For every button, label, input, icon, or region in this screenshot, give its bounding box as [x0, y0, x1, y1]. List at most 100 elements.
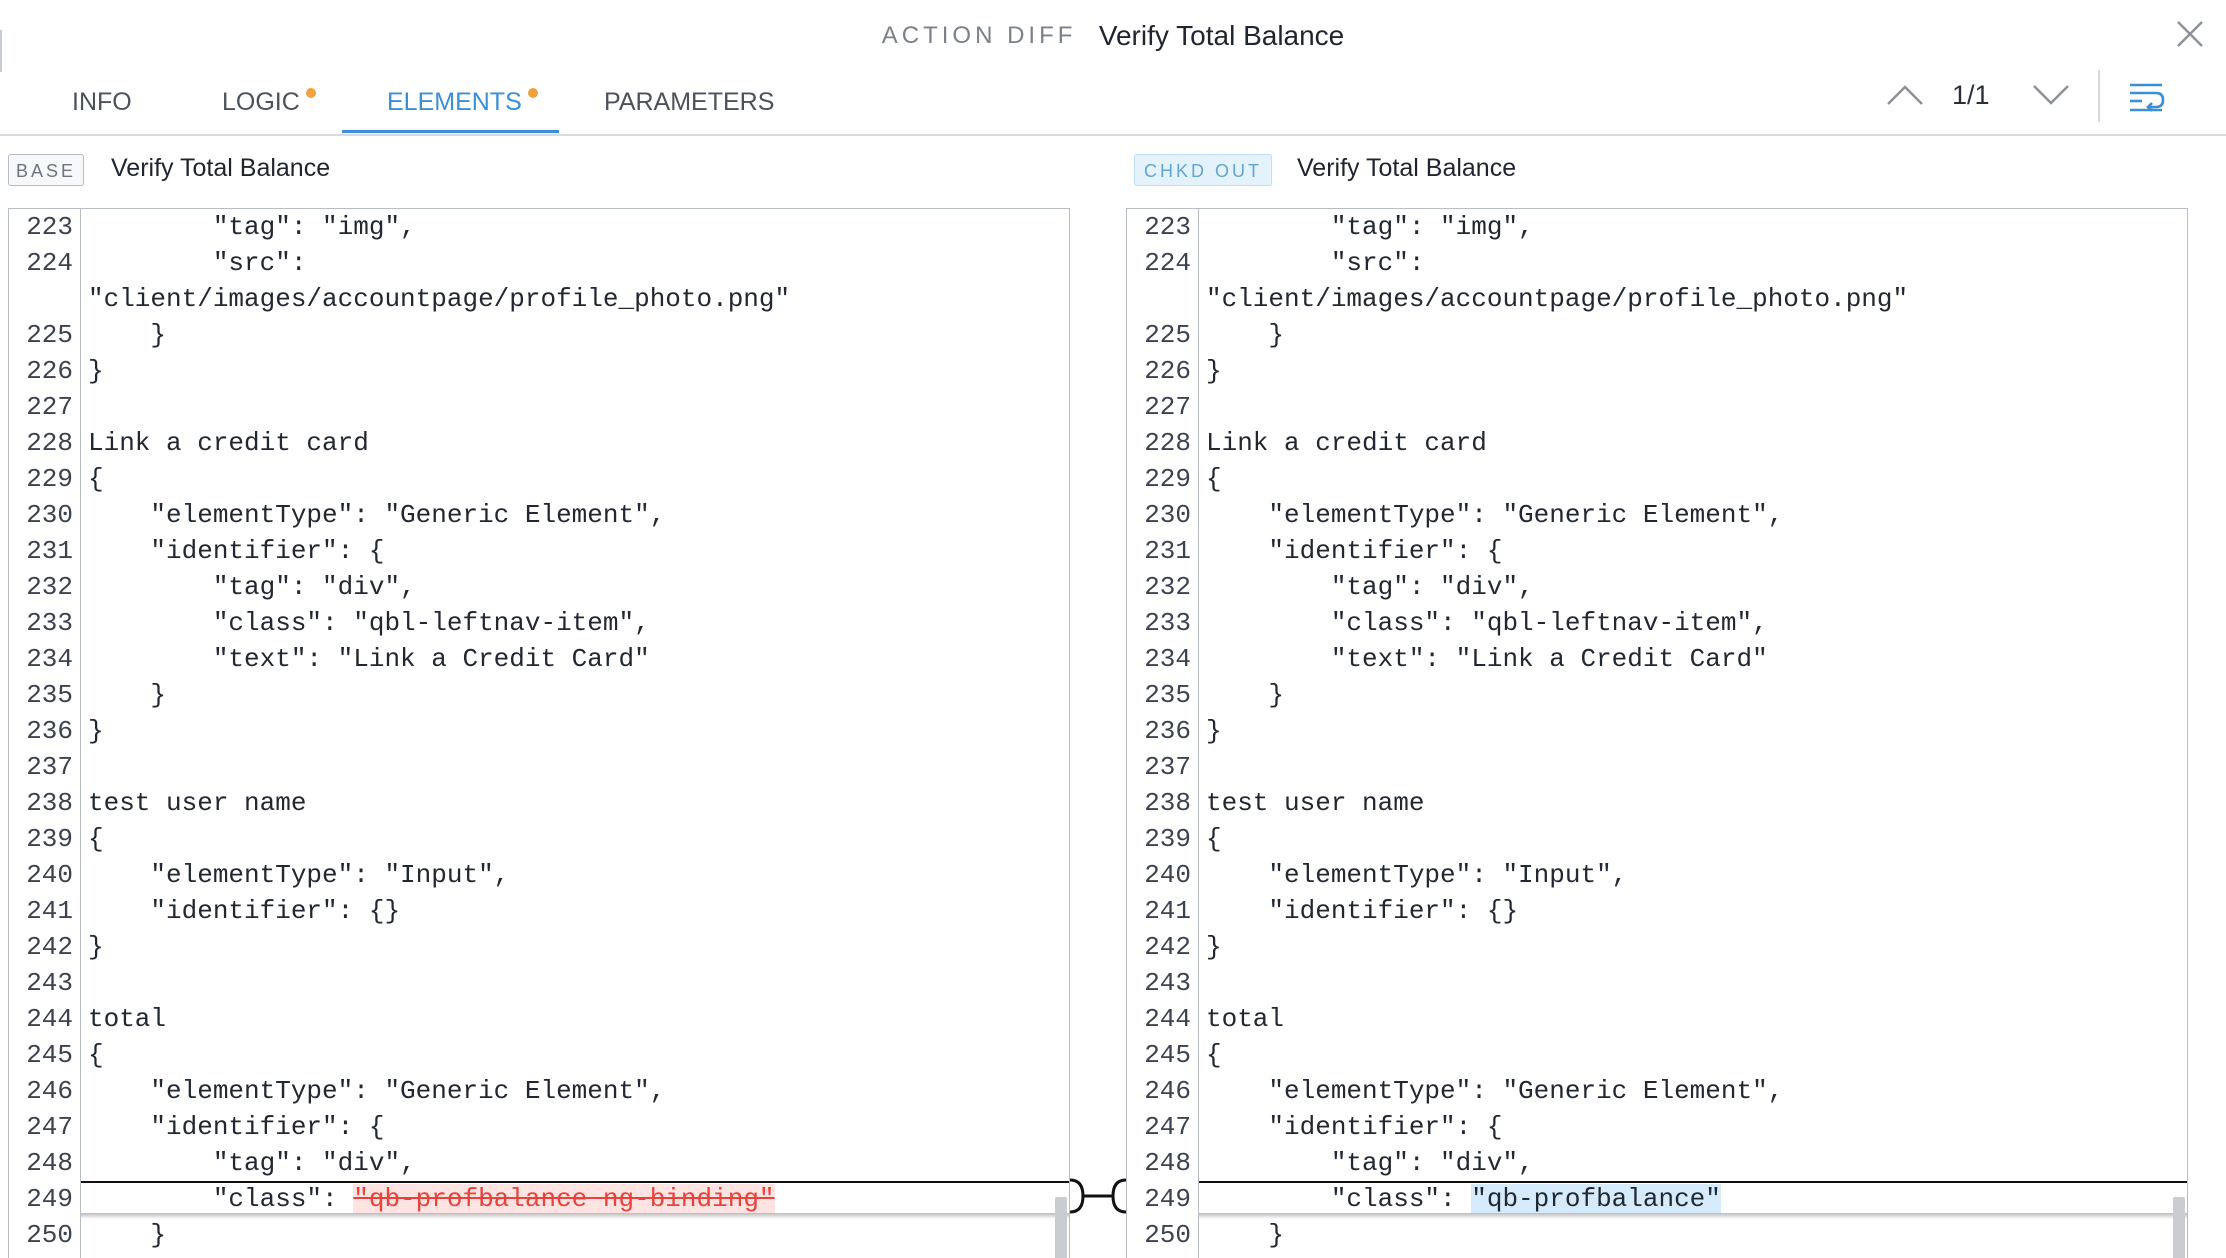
line-text: "identifier": {}	[88, 896, 401, 926]
line-text: }	[1206, 320, 1285, 350]
line-code: }	[88, 713, 104, 749]
line-code: "elementType": "Generic Element",	[88, 497, 665, 533]
line-code: "text": "Link a Credit Card"	[1206, 641, 1768, 677]
code-line: 248 "tag": "div",	[1127, 1145, 2187, 1181]
changed-code-line: 249 "class": "qb-profbalance"	[1127, 1181, 2187, 1219]
header-label: ACTION DIFF	[881, 22, 1077, 49]
line-number: 227	[1144, 392, 1191, 422]
tab-info-label: INFO	[72, 88, 132, 116]
line-text: "elementType": "Generic Element",	[1206, 1076, 1784, 1106]
code-line: 250 }	[1127, 1217, 2187, 1253]
code-line: 240 "elementType": "Input",	[9, 857, 1069, 893]
code-line: 231 "identifier": {	[9, 533, 1069, 569]
line-code: test user name	[1206, 785, 1424, 821]
line-code: "class": "qbl-leftnav-item",	[1206, 605, 1768, 641]
code-line: 232 "tag": "div",	[1127, 569, 2187, 605]
line-number: 232	[1144, 572, 1191, 602]
line-number-gutter	[1127, 209, 1199, 1258]
line-number: 225	[1144, 320, 1191, 350]
code-line: 232 "tag": "div",	[9, 569, 1069, 605]
line-number: 237	[1144, 752, 1191, 782]
line-code: "class": "qbl-leftnav-item",	[88, 605, 650, 641]
code-line: 224 "src":	[9, 245, 1069, 281]
line-code: }	[1206, 317, 1284, 353]
line-text: }	[1206, 356, 1222, 386]
code-line: 234 "text": "Link a Credit Card"	[9, 641, 1069, 677]
line-text: test user name	[88, 788, 307, 818]
close-icon[interactable]	[2170, 14, 2210, 54]
line-number: 228	[26, 428, 73, 458]
code-line: 241 "identifier": {}	[1127, 893, 2187, 929]
line-text: test user name	[1206, 788, 1425, 818]
scrollbar-thumb[interactable]	[2173, 1197, 2185, 1258]
window-edge-marker	[0, 30, 2, 72]
line-number: 238	[26, 788, 73, 818]
line-number: 226	[26, 356, 73, 386]
line-code: "identifier": {	[88, 533, 384, 569]
scrollbar-thumb[interactable]	[1055, 1197, 1067, 1258]
chevron-up-icon[interactable]	[1884, 78, 1926, 110]
line-number: 230	[26, 500, 73, 530]
line-text: "class":	[1206, 1184, 1472, 1214]
line-text: total	[88, 1004, 167, 1034]
checked-out-code-pane[interactable]: 223 "tag": "img",224 "src":"client/image…	[1126, 208, 2188, 1258]
line-code: "elementType": "Generic Element",	[1206, 497, 1783, 533]
line-number: 231	[1144, 536, 1191, 566]
line-text: "identifier": {	[1206, 536, 1503, 566]
line-code: }	[88, 677, 166, 713]
line-text: "elementType": "Input",	[88, 860, 510, 890]
line-text: "elementType": "Input",	[1206, 860, 1628, 890]
code-line: 235 }	[1127, 677, 2187, 713]
line-code: "client/images/accountpage/profile_photo…	[88, 281, 790, 317]
line-number: 237	[26, 752, 73, 782]
code-line: 236}	[9, 713, 1069, 749]
text-wrap-icon[interactable]	[2126, 80, 2166, 118]
chevron-down-icon[interactable]	[2030, 78, 2072, 110]
code-line: 239{	[9, 821, 1069, 857]
line-number: 227	[26, 392, 73, 422]
line-code: {	[1206, 1037, 1222, 1073]
line-code: "client/images/accountpage/profile_photo…	[1206, 281, 1908, 317]
line-text: total	[1206, 1004, 1285, 1034]
tab-logic[interactable]: LOGIC	[222, 72, 316, 134]
line-text: {	[88, 464, 104, 494]
line-number: 224	[26, 248, 73, 278]
line-number: 242	[1144, 932, 1191, 962]
line-number: 233	[1144, 608, 1191, 638]
diff-counter: 1/1	[1952, 80, 1990, 110]
code-line: 246 "elementType": "Generic Element",	[9, 1073, 1069, 1109]
code-line: 237	[9, 749, 1069, 785]
line-code: Link a credit card	[88, 425, 369, 461]
line-code: total	[88, 1001, 166, 1037]
line-code: "elementType": "Generic Element",	[1206, 1073, 1783, 1109]
line-text: "tag": "img",	[1206, 212, 1534, 242]
line-code: }	[88, 929, 104, 965]
line-number: 232	[26, 572, 73, 602]
tab-info[interactable]: INFO	[72, 72, 132, 134]
line-text: "client/images/accountpage/profile_photo…	[88, 284, 791, 314]
line-text: {	[1206, 464, 1222, 494]
tab-parameters[interactable]: PARAMETERS	[604, 72, 774, 134]
base-pane-title: Verify Total Balance	[111, 154, 331, 182]
code-line: 223 "tag": "img",	[9, 209, 1069, 245]
code-line: 223 "tag": "img",	[1127, 209, 2187, 245]
line-number: 243	[1144, 968, 1191, 998]
line-text: "text": "Link a Credit Card"	[1206, 644, 1768, 674]
line-text: }	[88, 356, 104, 386]
base-code-pane[interactable]: 223 "tag": "img",224 "src":"client/image…	[8, 208, 1070, 1258]
line-number: 231	[26, 536, 73, 566]
page-title: Verify Total Balance	[1098, 20, 1345, 51]
line-number: 247	[26, 1112, 73, 1142]
code-line: 225 }	[1127, 317, 2187, 353]
line-text: "elementType": "Generic Element",	[1206, 500, 1784, 530]
line-text: }	[88, 1220, 167, 1250]
toolbar-divider	[2098, 70, 2100, 122]
tab-elements[interactable]: ELEMENTS	[387, 72, 538, 134]
line-text: "identifier": {}	[1206, 896, 1519, 926]
line-text: }	[1206, 680, 1285, 710]
code-line: 238 test user name	[9, 785, 1069, 821]
line-text: }	[1206, 716, 1222, 746]
code-line: 239{	[1127, 821, 2187, 857]
code-line: 228 Link a credit card	[9, 425, 1069, 461]
line-code: "identifier": {	[1206, 1109, 1502, 1145]
